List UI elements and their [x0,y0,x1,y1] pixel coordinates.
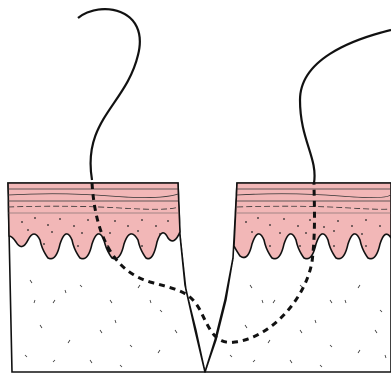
suture-thread-right [300,30,391,183]
left-skin-block [8,183,205,372]
suture-thread-left [78,9,140,180]
